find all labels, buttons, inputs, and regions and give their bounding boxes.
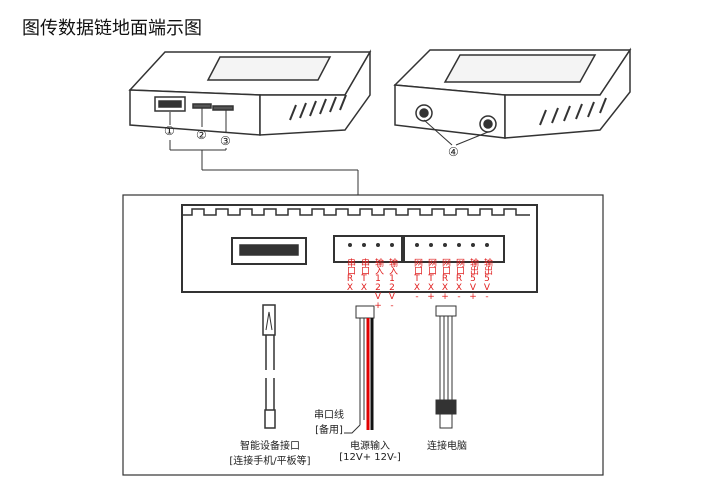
callout-lines — [169, 108, 489, 195]
detail-frame — [122, 194, 604, 476]
pc-label-title: 连接电脑 — [427, 441, 467, 452]
callout-4: ④ — [448, 145, 459, 159]
ground-unit-front-view — [128, 49, 372, 136]
callout-3: ③ — [220, 134, 231, 148]
pin-label-output-5v-neg: 输出5V- — [482, 258, 492, 301]
smart-device-label-title: 智能设备接口 — [240, 441, 300, 452]
pin-label-eth-rx-neg: 网口RX- — [454, 258, 464, 301]
pin-label-input-12v-neg: 输入12V- — [387, 258, 397, 310]
pc-cable — [435, 305, 457, 429]
serial-line-label: 串口线 [备用] — [306, 406, 352, 436]
serial-line-label-note: [备用] — [315, 425, 343, 436]
callout-2: ② — [196, 128, 207, 142]
power-input-label-title: 电源输入 — [350, 441, 390, 452]
pc-label: 连接电脑 — [420, 437, 474, 452]
pin-label-eth-tx-neg: 网口TX- — [412, 258, 422, 301]
power-cable — [344, 305, 375, 434]
serial-line-label-title: 串口线 — [314, 410, 344, 421]
page-title: 图传数据链地面端示图 — [22, 18, 202, 39]
pin-label-eth-tx-pos: 网口TX+ — [426, 258, 436, 301]
callout-1: ① — [164, 124, 175, 138]
smart-device-label: 智能设备接口 [连接手机/平板等] — [225, 437, 315, 467]
ground-unit-rear-view — [393, 47, 632, 139]
power-input-label: 电源输入 [12V+ 12V-] — [335, 437, 405, 463]
usb-cable — [262, 304, 276, 429]
pin-label-serial-tx: 串口TX — [359, 258, 369, 292]
interface-panel — [181, 204, 538, 293]
pin-label-serial-rx: 串口RX — [345, 258, 355, 292]
smart-device-label-note: [连接手机/平板等] — [229, 456, 311, 467]
pin-label-input-12v-pos: 输入12V+ — [373, 258, 383, 310]
power-input-label-note: [12V+ 12V-] — [339, 452, 401, 463]
pin-label-eth-rx-pos: 网口RX+ — [440, 258, 450, 301]
pin-label-output-5v-pos: 输出5V+ — [468, 258, 478, 301]
